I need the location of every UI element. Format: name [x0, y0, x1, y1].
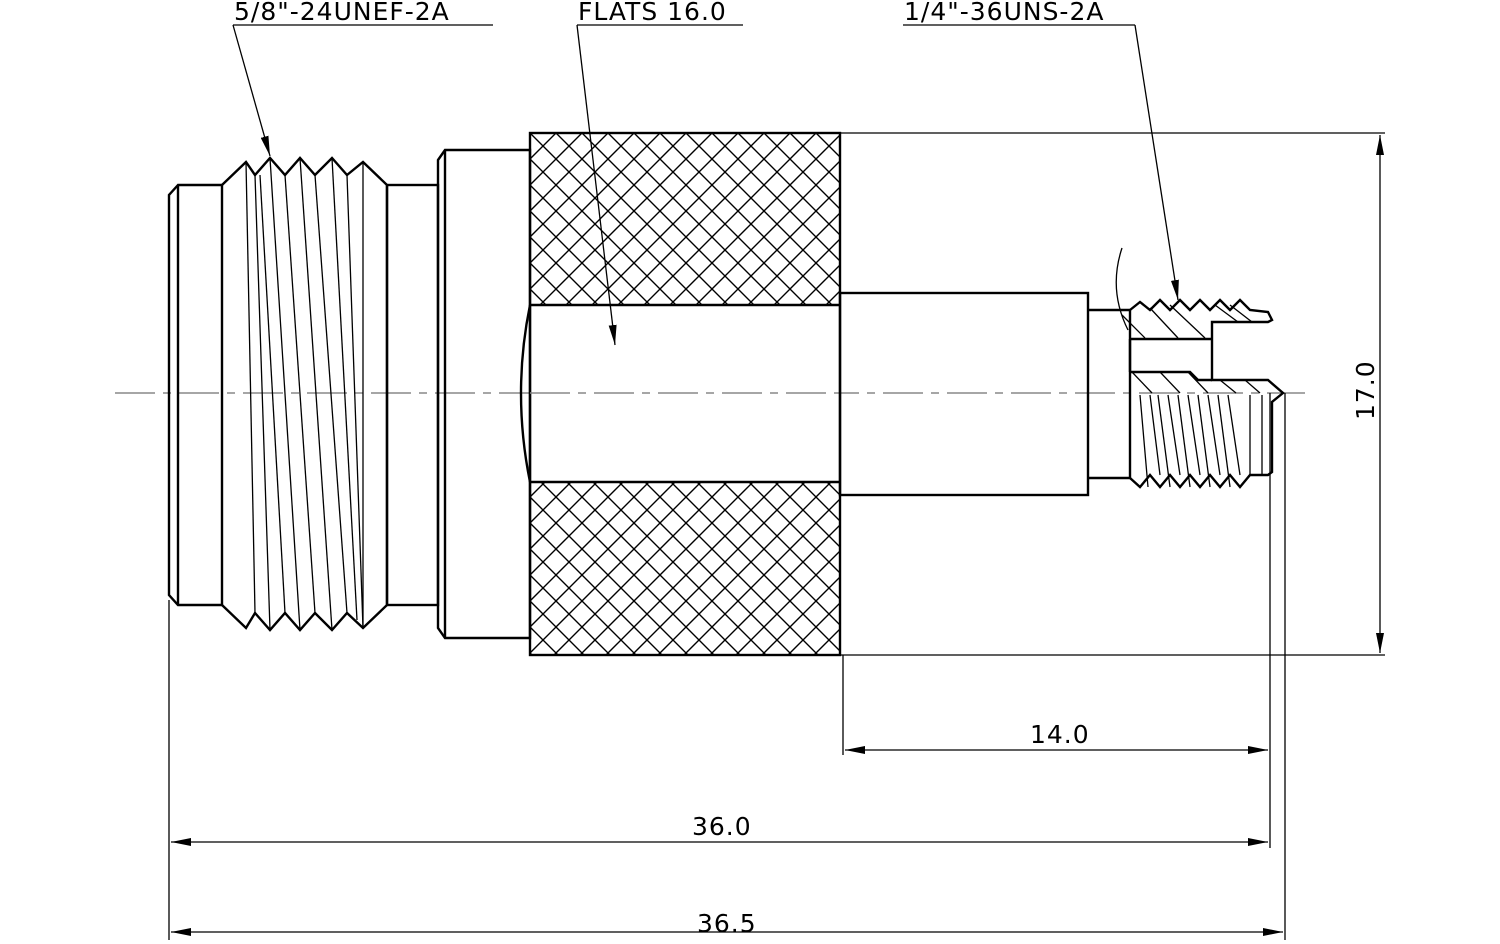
height-dimension-label: 17.0: [1351, 360, 1380, 420]
shaft: [838, 291, 1090, 497]
thread-right-callout: 1/4"-36UNS-2A: [904, 0, 1104, 26]
extension-lines: [168, 132, 1385, 940]
thread-left-callout: 5/8"-24UNEF-2A: [234, 0, 450, 26]
dimension-lines: [171, 135, 1384, 936]
flats-callout: FLATS 16.0: [578, 0, 727, 26]
sma-threaded-end: [1088, 247, 1285, 489]
left-threaded-body: [167, 148, 532, 640]
overall-length-label: 36.0: [692, 812, 752, 841]
shaft-length-label: 14.0: [1030, 720, 1090, 749]
leader-lines: [232, 24, 1179, 346]
knurled-hex-body: [519, 131, 842, 657]
total-length-label: 36.5: [697, 909, 757, 938]
